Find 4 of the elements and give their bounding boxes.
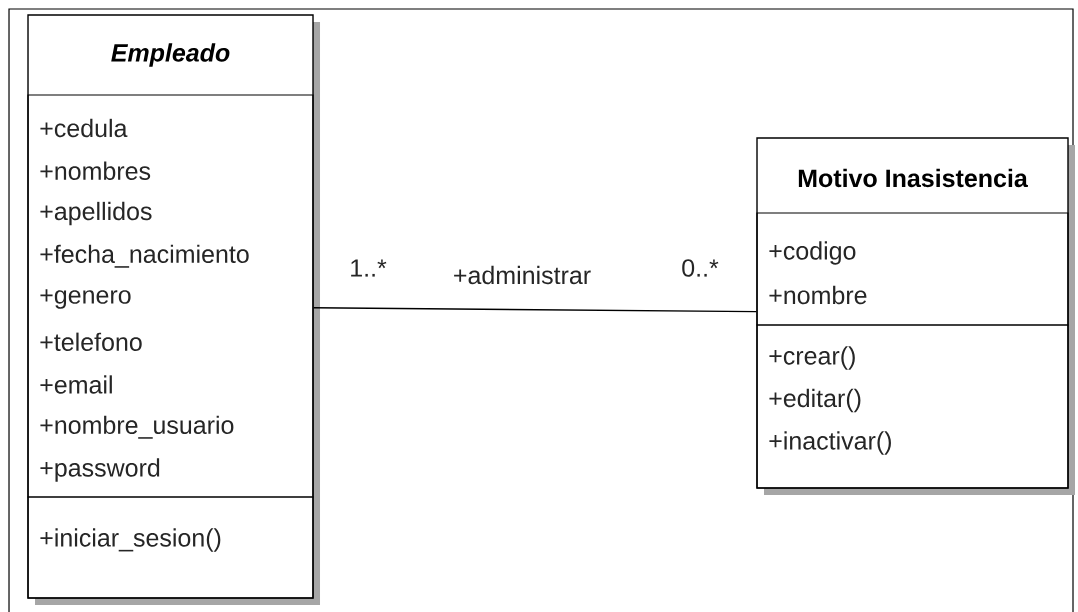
edge-label: +administrar — [451, 264, 593, 286]
multiplicity-label: 0..* — [682, 259, 719, 277]
multiplicity-label: 1..* — [351, 259, 387, 277]
association-line — [313, 307, 757, 313]
